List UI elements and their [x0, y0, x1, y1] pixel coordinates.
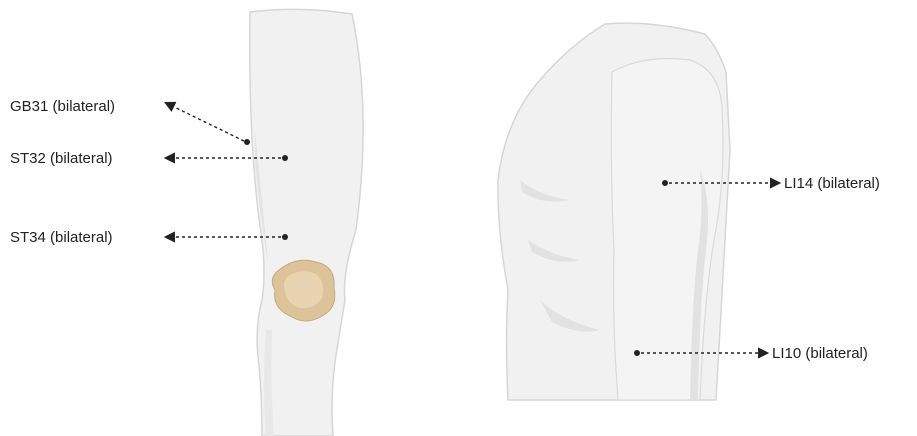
- st34-point: [282, 234, 288, 240]
- st34-label: ST34 (bilateral): [10, 229, 113, 246]
- gb31-label: GB31 (bilateral): [10, 98, 115, 115]
- label-st32: ST32 (bilateral): [10, 150, 288, 167]
- li14-point: [662, 180, 668, 186]
- li14-label: LI14 (bilateral): [784, 175, 880, 192]
- label-st34: ST34 (bilateral): [10, 229, 288, 246]
- st32-point: [282, 155, 288, 161]
- st32-label: ST32 (bilateral): [10, 150, 113, 167]
- gb31-pointer: [166, 103, 244, 141]
- label-gb31: GB31 (bilateral): [10, 98, 250, 145]
- gb31-point: [244, 139, 250, 145]
- leg-illustration: [250, 9, 363, 436]
- li10-point: [634, 350, 640, 356]
- arm-illustration: [498, 23, 730, 400]
- li10-label: LI10 (bilateral): [772, 345, 868, 362]
